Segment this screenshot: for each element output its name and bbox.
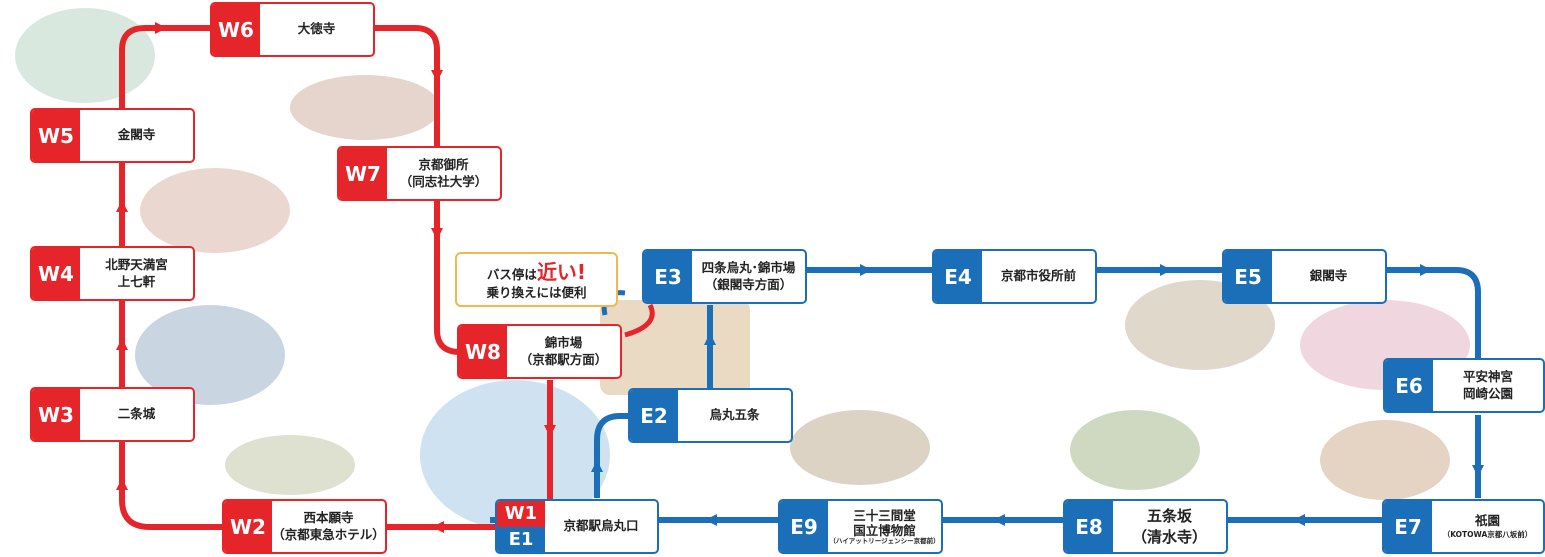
arrow-icon (704, 333, 716, 345)
direction-arrows (116, 22, 1484, 533)
transfer-arrow-red-icon (624, 303, 655, 338)
arrow-icon (544, 425, 556, 437)
arrow-icon (1472, 465, 1484, 477)
illustration-nishiki-market (600, 300, 750, 395)
arrow-icon (1420, 264, 1432, 276)
arrow-icon (431, 228, 443, 240)
illustration-gion (1320, 420, 1450, 500)
arrow-icon (993, 514, 1005, 526)
transfer-callout: バス停は近い! 乗り換えには便利 (455, 252, 618, 307)
arrow-icon (1160, 264, 1172, 276)
arrow-icon (431, 70, 443, 82)
arrow-icon (432, 521, 444, 533)
arrow-icon (860, 264, 872, 276)
illustration-nishihonganji (225, 435, 355, 495)
arrow-icon (591, 460, 603, 472)
arrow-icon (116, 200, 128, 212)
illustration-sanjusangendo (790, 410, 930, 485)
illustration-kiyomizu (1070, 410, 1200, 490)
illustration-gosho (290, 75, 440, 140)
arrow-icon (116, 338, 128, 350)
arrow-icon (155, 22, 167, 34)
arrow-icon (1293, 514, 1305, 526)
illustration-kitano (140, 168, 290, 253)
arrow-icon (705, 514, 717, 526)
arrow-icon (116, 478, 128, 490)
illustration-kinkakuji (15, 8, 155, 103)
